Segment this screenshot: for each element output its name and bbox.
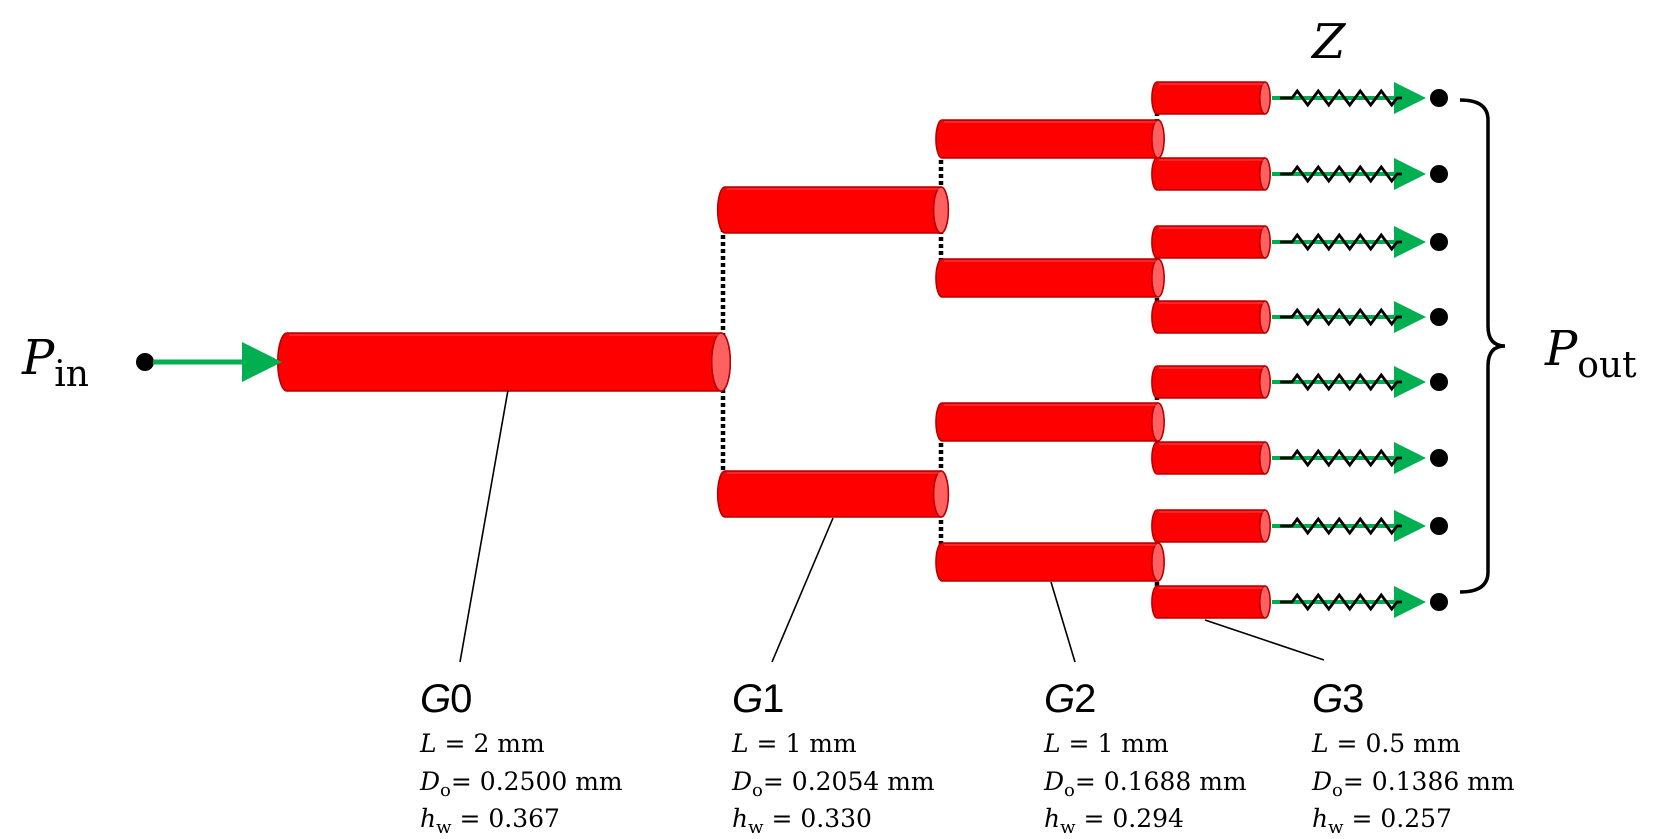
wall-thickness-value: hw = 0.294: [1044, 804, 1184, 838]
vessel-g0: [276, 332, 732, 392]
outlet-7: [1272, 510, 1448, 542]
impedance-resistor: [1280, 516, 1402, 536]
outlet-3: [1272, 226, 1448, 258]
outlet-4: [1272, 301, 1448, 333]
diameter-value: Do= 0.1688 mm: [1043, 767, 1247, 801]
impedance-resistor: [1280, 307, 1402, 327]
impedance-resistor: [1280, 372, 1402, 392]
g2-leader-line: [1050, 581, 1076, 663]
generation-name: G2: [1044, 677, 1095, 721]
outlet-node: [1430, 449, 1448, 467]
wall-thickness-value: hw = 0.367: [420, 804, 560, 838]
vessel-g3-7: [1151, 509, 1271, 543]
length-value: L = 0.5 mm: [1311, 729, 1461, 758]
impedance-resistor: [1280, 164, 1402, 184]
wall-thickness-value: hw = 0.330: [732, 804, 872, 838]
outlet-pressure-label: Pout: [1544, 321, 1637, 386]
length-value: L = 2 mm: [419, 729, 545, 758]
vessel-g2-1: [935, 119, 1165, 159]
wall-thickness-value: hw = 0.257: [1312, 804, 1452, 838]
outlet-node: [1430, 373, 1448, 391]
outlet-node: [1430, 593, 1448, 611]
outlet-node: [1430, 517, 1448, 535]
diameter-value: Do= 0.2054 mm: [731, 767, 935, 801]
vessel-g3-8: [1151, 585, 1271, 619]
vessel-g3-2: [1151, 157, 1271, 191]
inlet-node: [136, 353, 154, 371]
g1-leader-line: [771, 517, 834, 663]
inlet-pressure-label: Pin: [21, 330, 89, 395]
g3-leader-line: [1204, 619, 1325, 661]
impedance-resistor: [1280, 88, 1402, 108]
outlet-node: [1430, 165, 1448, 183]
outlet-1: [1272, 82, 1448, 114]
vessel-g3-1: [1151, 81, 1271, 115]
length-value: L = 1 mm: [1043, 729, 1169, 758]
vessel-g3-4: [1151, 300, 1271, 334]
vessel-g1-2: [716, 470, 950, 518]
outlet-brace: [1459, 98, 1506, 594]
vessel-g1-1: [716, 186, 950, 234]
outlet-node: [1430, 233, 1448, 251]
generation-name: G3: [1312, 677, 1363, 721]
g0-leader-line: [459, 389, 509, 663]
impedance-label: Z: [1310, 14, 1347, 70]
vessel-tree: [276, 81, 1271, 619]
bifurcation-connectors: [720, 98, 1160, 602]
impedance-resistor: [1280, 448, 1402, 468]
length-value: L = 1 mm: [731, 729, 857, 758]
vessel-g3-5: [1151, 365, 1271, 399]
outlet-node: [1430, 308, 1448, 326]
impedance-resistor: [1280, 232, 1402, 252]
generation-name: G1: [732, 677, 783, 721]
vessel-g2-2: [935, 258, 1165, 298]
outlet-impedances: [1272, 82, 1448, 618]
vessel-g2-4: [935, 542, 1165, 582]
vessel-g2-3: [935, 402, 1165, 442]
diameter-value: Do= 0.2500 mm: [419, 767, 623, 801]
vessel-g3-6: [1151, 441, 1271, 475]
vessel-g3-3: [1151, 225, 1271, 259]
generation-name: G0: [420, 677, 471, 721]
impedance-resistor: [1280, 592, 1402, 612]
outlet-6: [1272, 442, 1448, 474]
diameter-value: Do= 0.1386 mm: [1311, 767, 1515, 801]
outlet-node: [1430, 89, 1448, 107]
outlet-2: [1272, 158, 1448, 190]
outlet-8: [1272, 586, 1448, 618]
outlet-5: [1272, 366, 1448, 398]
